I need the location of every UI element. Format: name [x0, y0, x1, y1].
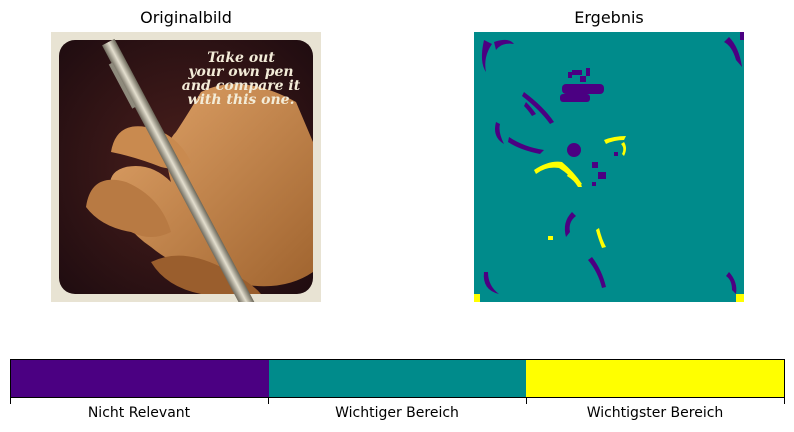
- nicht-relevant-regions: [481, 32, 744, 294]
- colorbar-tick: [526, 398, 527, 404]
- photo-text-line-4: with this one.: [188, 92, 295, 108]
- result-image-title: Ergebnis: [574, 8, 644, 27]
- original-image: Take out your own pen and compare it wit…: [51, 32, 321, 302]
- colorbar-segment-nicht-relevant: [11, 360, 269, 397]
- colorbar-segment-wichtigster-bereich: [526, 360, 785, 397]
- map-background: [474, 32, 744, 302]
- colorbar-segment-wichtiger-bereich: [268, 360, 527, 397]
- segmentation-map: [474, 32, 744, 302]
- colorbar-tick: [784, 398, 785, 404]
- colorbar-label-wichtiger-bereich: Wichtiger Bereich: [335, 405, 459, 421]
- photo-text-line-2: your own pen: [187, 64, 293, 80]
- wichtigster-regions: [474, 136, 744, 302]
- original-photo-graphic: Take out your own pen and compare it wit…: [51, 32, 321, 302]
- colorbar-tick: [10, 398, 11, 404]
- colorbar: [10, 359, 785, 398]
- result-image: [474, 32, 744, 302]
- colorbar-label-nicht-relevant: Nicht Relevant: [87, 405, 191, 421]
- photo-text-line-1: Take out: [207, 50, 275, 66]
- original-image-title: Originalbild: [140, 8, 232, 27]
- photo-text-line-3: and compare it: [182, 78, 301, 94]
- colorbar-tick: [268, 398, 269, 404]
- colorbar-label-wichtigster-bereich: Wichtigster Bereich: [586, 405, 724, 421]
